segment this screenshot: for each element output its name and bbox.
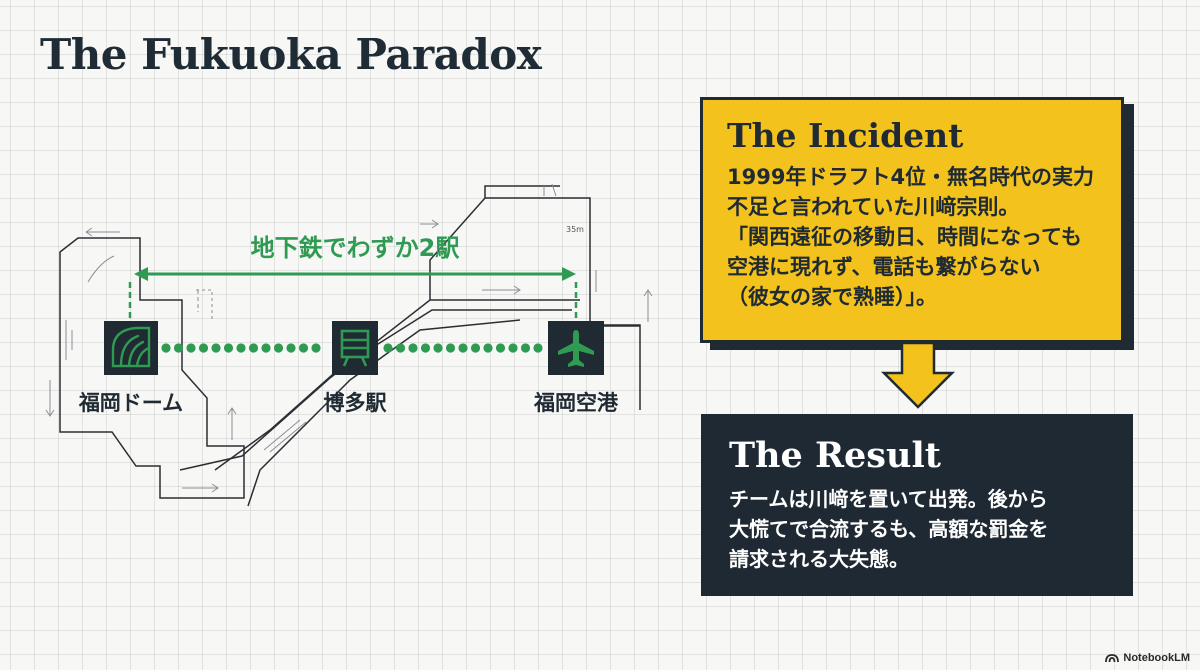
route-dot <box>395 343 406 353</box>
route-dots <box>161 343 543 353</box>
dome-icon <box>111 326 151 368</box>
watermark-text: NotebookLM <box>1123 652 1190 664</box>
station-fukuoka-airport: 福岡空港 <box>533 321 619 415</box>
incident-card: The Incident 1999年ドラフト4位・無名時代の実力 不足と言われて… <box>700 97 1124 343</box>
scale-note: 35m <box>566 225 584 234</box>
station-label: 福岡空港 <box>533 391 619 415</box>
route-dot <box>420 343 431 353</box>
floor-plan-details <box>45 183 653 493</box>
route-dot <box>273 343 284 353</box>
page-title: The Fukuoka Paradox <box>40 30 542 79</box>
train-station-icon <box>340 329 370 367</box>
route-dot <box>161 343 171 353</box>
route-dot <box>533 343 543 353</box>
airplane-icon <box>558 330 594 367</box>
route-map: 地下鉄でわずか2駅 35m 福岡ドーム 博多駅 福岡空港 <box>45 183 653 507</box>
route-dot <box>408 343 418 353</box>
station-label: 博多駅 <box>324 391 388 415</box>
station-label: 福岡ドーム <box>78 391 183 415</box>
route-dot <box>433 343 443 353</box>
notebooklm-logo-icon <box>1105 654 1120 663</box>
route-dot <box>458 343 468 353</box>
notebooklm-watermark: NotebookLM <box>1105 652 1190 664</box>
route-dot <box>470 343 481 353</box>
station-fukuoka-dome: 福岡ドーム <box>78 321 183 415</box>
route-dot <box>445 343 456 353</box>
route-dot <box>223 343 234 353</box>
route-dot <box>311 343 321 353</box>
route-dot <box>236 343 246 353</box>
route-dot <box>211 343 221 353</box>
down-arrow-icon <box>880 341 956 409</box>
station-hakata: 博多駅 <box>324 321 388 415</box>
route-dot <box>508 343 518 353</box>
route-dot <box>261 343 271 353</box>
route-dot <box>520 343 531 353</box>
route-label: 地下鉄でわずか2駅 <box>251 234 460 262</box>
route-dot <box>173 343 184 353</box>
incident-title: The Incident <box>727 116 964 155</box>
route-dot <box>198 343 209 353</box>
route-dot <box>298 343 309 353</box>
route-dot <box>495 343 506 353</box>
route-dot <box>383 343 393 353</box>
route-dot <box>248 343 259 353</box>
route-dot <box>483 343 493 353</box>
result-body: チームは川﨑を置いて出発。後から 大慌てで合流するも、高額な罰金を 請求される大… <box>729 487 1049 571</box>
result-card: The Result チームは川﨑を置いて出発。後から 大慌てで合流するも、高額… <box>701 414 1133 596</box>
incident-body: 1999年ドラフト4位・無名時代の実力 不足と言われていた川﨑宗則。 「関西遠征… <box>727 165 1095 309</box>
route-dot <box>286 343 296 353</box>
route-dot <box>186 343 196 353</box>
result-title: The Result <box>729 435 941 476</box>
distance-arrow <box>128 267 578 320</box>
